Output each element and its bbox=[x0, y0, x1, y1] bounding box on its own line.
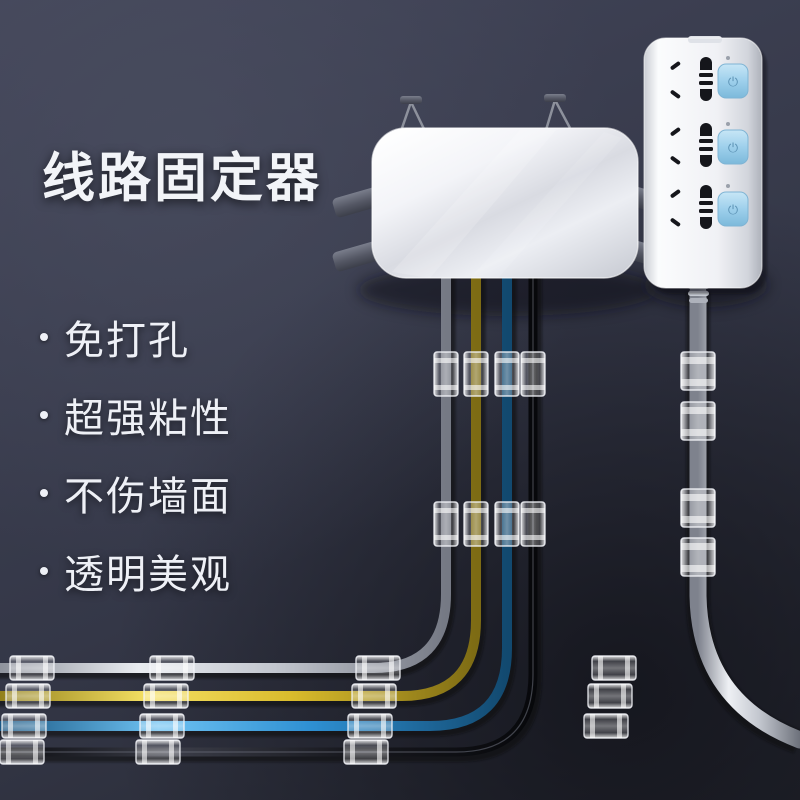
transparent-cable-clip bbox=[583, 713, 629, 739]
transparent-cable-clip bbox=[680, 537, 716, 577]
list-item: 免打孔 bbox=[40, 308, 232, 366]
list-item: 超强粘性 bbox=[40, 386, 232, 444]
transparent-cable-clip bbox=[587, 683, 633, 709]
feature-label: 透明美观 bbox=[64, 552, 232, 598]
feature-label: 免打孔 bbox=[64, 318, 190, 364]
socket-2[interactable] bbox=[670, 123, 713, 167]
bullet-dot-icon bbox=[40, 333, 48, 341]
transparent-cable-clip bbox=[680, 351, 716, 391]
power-switch-2[interactable]: ⏻ bbox=[717, 129, 749, 165]
feature-label: 不伤墙面 bbox=[64, 474, 232, 520]
cable-yellow bbox=[0, 261, 481, 701]
transparent-cable-clip bbox=[520, 351, 546, 397]
transparent-cable-clip bbox=[9, 655, 55, 681]
transparent-cable-clip bbox=[494, 351, 520, 397]
transparent-cable-clip bbox=[0, 739, 45, 765]
clip-row-upper bbox=[433, 351, 546, 397]
transparent-cable-clip bbox=[347, 713, 393, 739]
transparent-cable-clip bbox=[135, 739, 181, 765]
feature-list: 免打孔 超强粘性 不伤墙面 透明美观 bbox=[40, 308, 232, 620]
bullet-dot-icon bbox=[40, 489, 48, 497]
svg-text:⏻: ⏻ bbox=[728, 203, 738, 218]
list-item: 透明美观 bbox=[40, 542, 232, 600]
power-strip[interactable]: ⏻ ⏻ bbox=[643, 36, 767, 294]
cable-blue bbox=[0, 261, 512, 731]
power-cord bbox=[689, 283, 800, 749]
transparent-cable-clip bbox=[343, 739, 389, 765]
svg-text:⏻: ⏻ bbox=[728, 141, 738, 156]
bullet-dot-icon bbox=[40, 567, 48, 575]
bullet-dot-icon bbox=[40, 411, 48, 419]
transparent-cable-clip bbox=[591, 655, 637, 681]
junction-box-body bbox=[372, 128, 638, 278]
socket-1[interactable] bbox=[670, 57, 713, 101]
power-switch-3[interactable]: ⏻ bbox=[717, 191, 749, 227]
power-cord-group bbox=[680, 283, 800, 754]
transparent-cable-clip bbox=[680, 401, 716, 441]
transparent-cable-clip bbox=[433, 501, 459, 547]
transparent-cable-clip bbox=[139, 713, 185, 739]
transparent-cable-clip bbox=[355, 655, 401, 681]
cable-junction-box bbox=[332, 94, 671, 279]
feature-label: 超强粘性 bbox=[64, 396, 232, 442]
transparent-cable-clip bbox=[143, 683, 189, 709]
transparent-cable-clip bbox=[1, 713, 47, 739]
page-title: 线路固定器 bbox=[42, 148, 322, 209]
transparent-cable-clip bbox=[520, 501, 546, 547]
transparent-cable-clip bbox=[494, 501, 520, 547]
indicator-1 bbox=[726, 56, 730, 60]
svg-text:⏻: ⏻ bbox=[728, 75, 738, 90]
power-switch-1[interactable]: ⏻ bbox=[717, 63, 749, 99]
socket-3[interactable] bbox=[670, 185, 713, 229]
transparent-cable-clip bbox=[433, 351, 459, 397]
clip-row-lower bbox=[433, 501, 546, 547]
top-hook-left bbox=[399, 96, 426, 132]
list-item: 不伤墙面 bbox=[40, 464, 232, 522]
transparent-cable-clip bbox=[463, 501, 489, 547]
transparent-cable-clip bbox=[149, 655, 195, 681]
top-hook-right bbox=[544, 94, 572, 131]
indicator-2 bbox=[726, 122, 730, 126]
clip-row-horizontal bbox=[0, 655, 637, 765]
transparent-cable-clip bbox=[463, 351, 489, 397]
transparent-cable-clip bbox=[351, 683, 397, 709]
transparent-cable-clip bbox=[680, 488, 716, 528]
indicator-3 bbox=[726, 184, 730, 188]
transparent-cable-clip bbox=[5, 683, 51, 709]
